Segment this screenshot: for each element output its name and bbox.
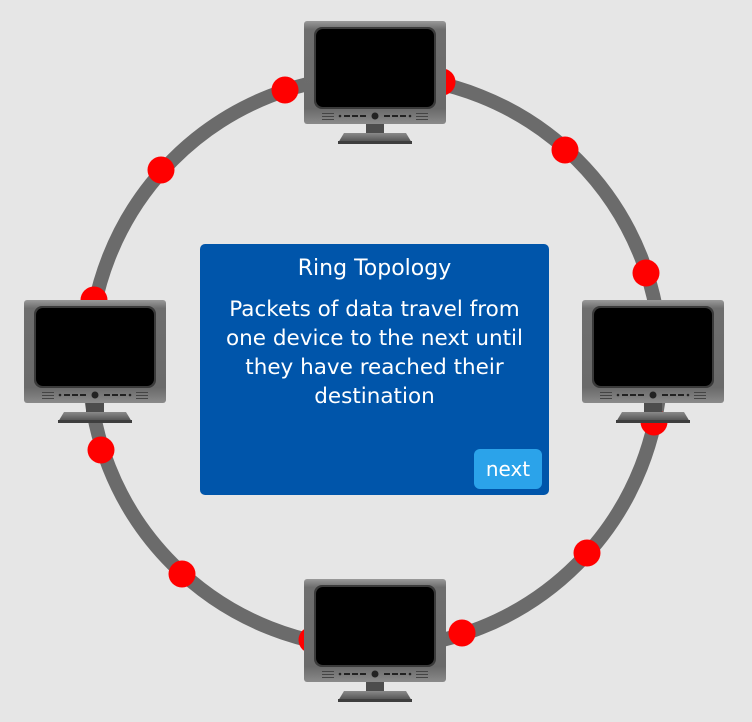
data-packet bbox=[551, 136, 579, 164]
panel-description: Packets of data travel from one device t… bbox=[226, 297, 523, 409]
panel-title: Ring Topology bbox=[297, 256, 452, 281]
data-packet bbox=[632, 259, 660, 287]
monitor-icon-right bbox=[582, 300, 724, 424]
data-packet bbox=[147, 156, 175, 184]
data-packet bbox=[168, 560, 196, 588]
monitor-icon-left bbox=[24, 300, 166, 424]
monitor-icon-top bbox=[304, 21, 446, 145]
data-packet bbox=[448, 619, 476, 647]
data-packet bbox=[271, 76, 299, 104]
next-button[interactable]: next bbox=[474, 449, 542, 489]
info-panel: Ring Topology Packets of data travel fro… bbox=[200, 244, 549, 495]
data-packet bbox=[573, 539, 601, 567]
data-packet bbox=[87, 436, 115, 464]
monitor-icon-bottom bbox=[304, 579, 446, 703]
